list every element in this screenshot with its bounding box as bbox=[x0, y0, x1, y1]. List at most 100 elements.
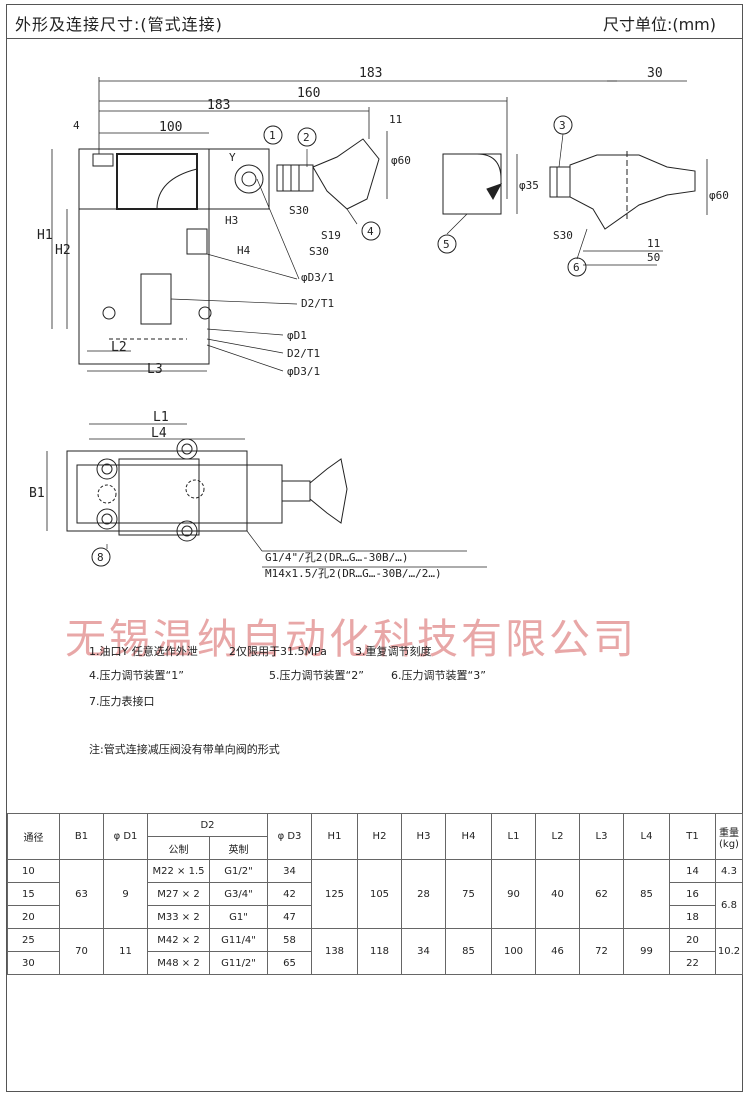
th-L1: L1 bbox=[491, 813, 536, 860]
dim-S19: S19 bbox=[321, 229, 341, 242]
cell-tongjing: 15 bbox=[7, 882, 60, 906]
th-weight: 重量(kg) bbox=[715, 813, 743, 860]
dim-183-mid: 183 bbox=[207, 98, 230, 113]
unit-label: 尺寸单位:(mm) bbox=[602, 15, 716, 34]
dim-100: 100 bbox=[159, 120, 182, 135]
cell-D3: 42 bbox=[267, 882, 312, 906]
cell-H4-a: 75 bbox=[445, 859, 492, 929]
th-weight-label: 重量 bbox=[719, 827, 739, 839]
dim-H4: H4 bbox=[237, 244, 251, 257]
cell-L2-b: 46 bbox=[535, 928, 580, 975]
note-2b: 5.压力调节装置“2” bbox=[269, 669, 364, 682]
dim-L1: L1 bbox=[153, 410, 169, 425]
balloon-8: 8 bbox=[97, 551, 104, 564]
th-D2-imperial: 英制 bbox=[209, 836, 268, 860]
cell-imperial: G1/2" bbox=[209, 859, 268, 883]
cell-H3-a: 28 bbox=[401, 859, 446, 929]
dim-phi35: φ35 bbox=[519, 179, 539, 192]
spec-table: 通径 B1 φ D1 D2 φ D3 H1 H2 H3 H4 L1 L2 L3 … bbox=[7, 813, 743, 975]
balloon-markers: 1 2 3 4 5 6 8 bbox=[91, 115, 587, 567]
balloon-4: 4 bbox=[367, 225, 374, 238]
note-remark: 注:管式连接减压阀没有带单向阀的形式 bbox=[89, 743, 280, 756]
th-H4: H4 bbox=[445, 813, 492, 860]
cell-weight-25-30: 10.2 bbox=[715, 928, 743, 975]
note-1b: 2仅限用于31.5MPa bbox=[229, 645, 327, 658]
cell-L3-b: 72 bbox=[579, 928, 624, 975]
cell-H1-b: 138 bbox=[311, 928, 358, 975]
cell-L4-b: 99 bbox=[623, 928, 670, 975]
th-B1: B1 bbox=[59, 813, 104, 860]
cell-B1-b: 70 bbox=[59, 928, 104, 975]
callout-g14: G1/4"/孔2(DR…G…-30B/…) bbox=[265, 551, 408, 564]
cell-L3-a: 62 bbox=[579, 859, 624, 929]
cell-D1-a: 9 bbox=[103, 859, 148, 929]
leader-lines bbox=[170, 133, 588, 372]
cell-weight: 4.3 bbox=[715, 859, 743, 883]
dim-183-top: 183 bbox=[359, 66, 382, 81]
cell-L2-a: 40 bbox=[535, 859, 580, 929]
th-L2: L2 bbox=[535, 813, 580, 860]
th-D2-metric: 公制 bbox=[147, 836, 210, 860]
cell-D3: 34 bbox=[267, 859, 312, 883]
th-L3: L3 bbox=[579, 813, 624, 860]
balloon-2: 2 bbox=[303, 131, 310, 144]
th-L4: L4 bbox=[623, 813, 670, 860]
cell-H1-a: 125 bbox=[311, 859, 358, 929]
th-H2: H2 bbox=[357, 813, 402, 860]
cell-D3: 47 bbox=[267, 905, 312, 929]
note-1c: 3.重复调节刻度 bbox=[355, 645, 432, 658]
dim-S30-a: S30 bbox=[289, 204, 309, 217]
note-3: 7.压力表接口 bbox=[89, 695, 155, 708]
front-view bbox=[78, 138, 380, 365]
cell-T1: 22 bbox=[669, 951, 716, 975]
header-bar: 外形及连接尺寸:(管式连接) 尺寸单位:(mm) bbox=[7, 5, 742, 39]
cell-metric: M42 × 2 bbox=[147, 928, 210, 952]
table-row: 10 63 9 M22 × 1.5 G1/2" 34 125 105 28 75… bbox=[7, 859, 743, 929]
dim-H1: H1 bbox=[37, 228, 53, 243]
dim-11-b: 11 bbox=[647, 237, 660, 250]
technical-drawing: 183 160 183 100 4 11 φ60 30 φ35 φ60 11 5… bbox=[29, 66, 729, 580]
cell-B1-a: 63 bbox=[59, 859, 104, 929]
callout-m14: M14x1.5/孔2(DR…G…-30B/…/2…) bbox=[265, 567, 442, 580]
cell-T1: 16 bbox=[669, 882, 716, 906]
dim-phi60-a: φ60 bbox=[391, 154, 411, 167]
table-row: 25 70 11 M42 × 2 G11/4" 58 138 118 34 85… bbox=[7, 928, 743, 975]
dim-30: 30 bbox=[647, 66, 663, 81]
dim-S30-b: S30 bbox=[553, 229, 573, 242]
balloon-5: 5 bbox=[443, 238, 450, 251]
dim-H3: H3 bbox=[225, 214, 238, 227]
dim-S30-c: S30 bbox=[309, 245, 329, 258]
dim-160: 160 bbox=[297, 86, 320, 101]
drawing-sheet: 外形及连接尺寸:(管式连接) 尺寸单位:(mm) bbox=[6, 4, 743, 1092]
dimension-labels: 183 160 183 100 4 11 φ60 30 φ35 φ60 11 5… bbox=[37, 66, 729, 378]
cell-H2-b: 118 bbox=[357, 928, 402, 975]
cell-D1-b: 11 bbox=[103, 928, 148, 975]
note-2c: 6.压力调节装置“3” bbox=[391, 669, 486, 682]
dim-L4: L4 bbox=[151, 426, 167, 441]
cell-metric: M22 × 1.5 bbox=[147, 859, 210, 883]
table-subheader-row: 公制 英制 bbox=[8, 836, 743, 860]
cell-metric: M33 × 2 bbox=[147, 905, 210, 929]
cell-tongjing: 20 bbox=[7, 905, 60, 929]
dim-B1: B1 bbox=[29, 486, 45, 501]
th-weight-unit: (kg) bbox=[719, 838, 739, 850]
dim-L3: L3 bbox=[147, 362, 163, 377]
th-tongjing: 通径 bbox=[7, 813, 60, 860]
cell-tongjing: 10 bbox=[7, 859, 60, 883]
cell-T1: 14 bbox=[669, 859, 716, 883]
balloon-1: 1 bbox=[269, 129, 276, 142]
top-dimensions bbox=[51, 77, 708, 372]
label-D3-1-a: φD3/1 bbox=[301, 271, 334, 284]
th-H3: H3 bbox=[401, 813, 446, 860]
cell-H4-b: 85 bbox=[445, 928, 492, 975]
dim-L2: L2 bbox=[111, 340, 127, 355]
dim-4: 4 bbox=[73, 119, 80, 132]
cell-imperial: G11/2" bbox=[209, 951, 268, 975]
cell-L1-a: 90 bbox=[491, 859, 536, 929]
cell-H2-a: 105 bbox=[357, 859, 402, 929]
label-D2-T1-a: D2/T1 bbox=[301, 297, 334, 310]
note-2a: 4.压力调节装置“1” bbox=[89, 669, 184, 682]
cell-L1-b: 100 bbox=[491, 928, 536, 975]
th-H1: H1 bbox=[311, 813, 358, 860]
cell-metric: M48 × 2 bbox=[147, 951, 210, 975]
